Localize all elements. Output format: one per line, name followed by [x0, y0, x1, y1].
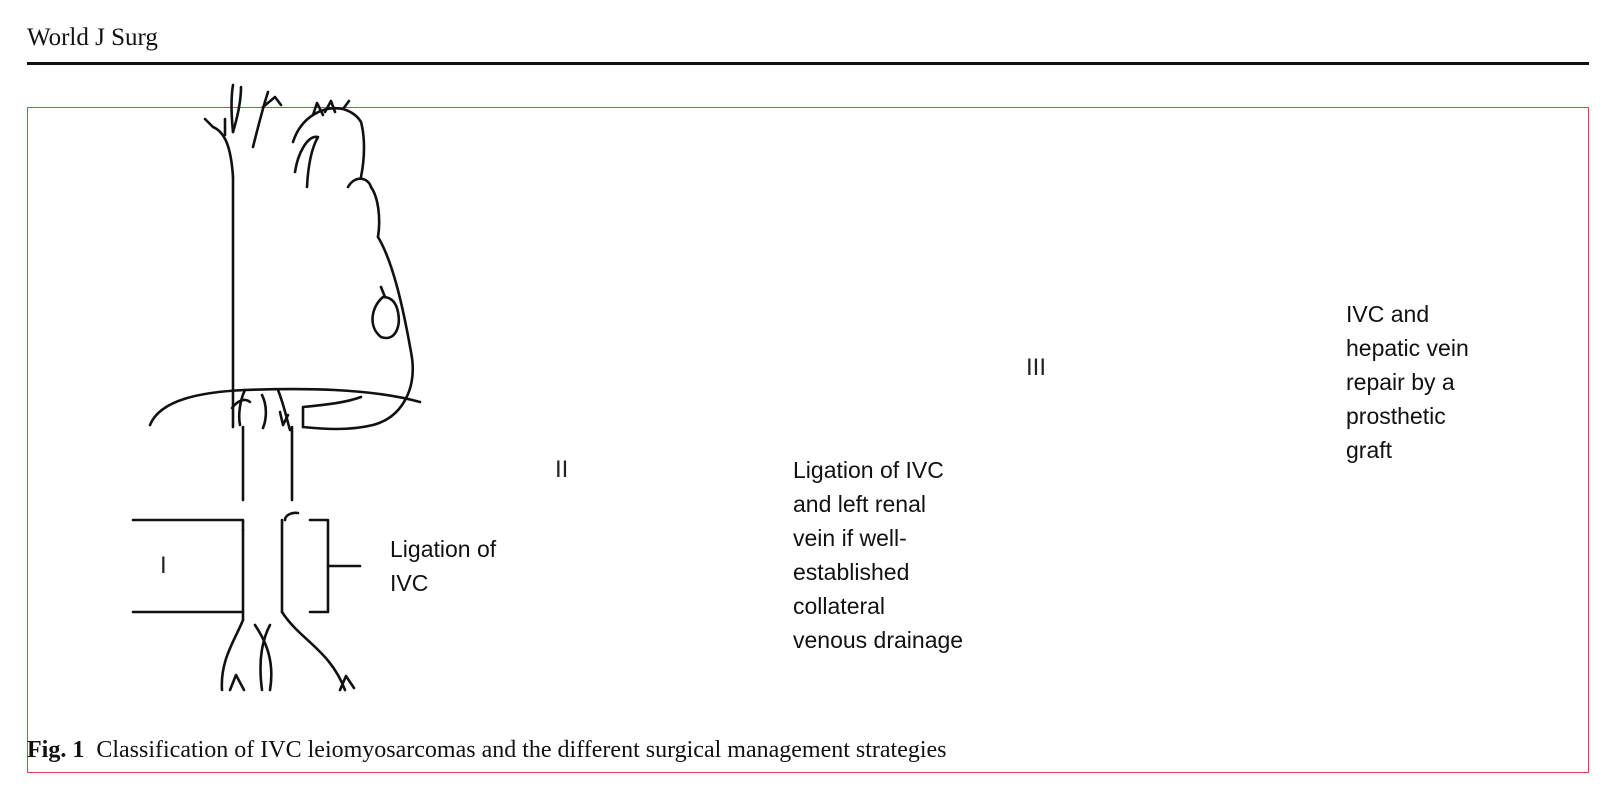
panel-ii-description: Ligation of IVC and left renal vein if w…: [793, 457, 964, 653]
running-head: World J Surg: [27, 24, 158, 51]
panel-i-drawing: [131, 83, 422, 692]
panel-i-description: Ligation of IVC: [390, 536, 497, 596]
figure-caption: Fig. 1 Classification of IVC leiomyosarc…: [27, 734, 947, 766]
figure-frame: [27, 107, 1589, 773]
panel-i-numeral: I: [160, 552, 167, 579]
panel-iii-description: IVC and hepatic vein repair by a prosthe…: [1346, 301, 1469, 463]
header-rule: [27, 62, 1589, 65]
figure-caption-label: Fig. 1: [27, 737, 85, 763]
panel-ii-numeral: II: [555, 456, 569, 483]
panel-iii-numeral: III: [1026, 354, 1047, 381]
figure-caption-text: Classification of IVC leiomyosarcomas an…: [96, 737, 947, 763]
